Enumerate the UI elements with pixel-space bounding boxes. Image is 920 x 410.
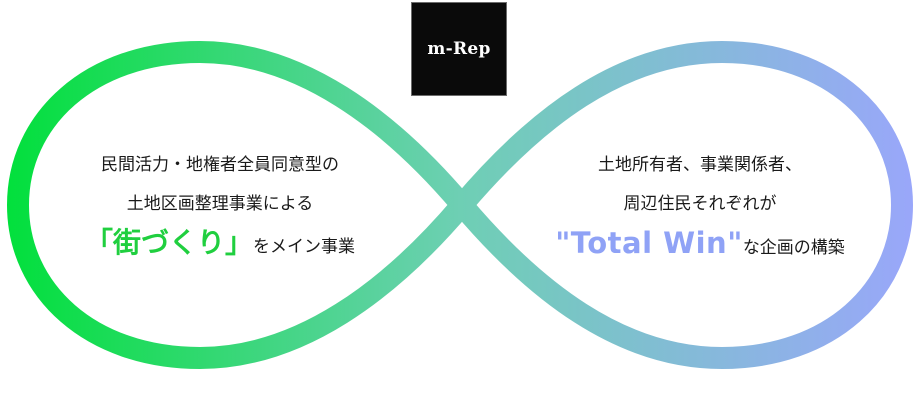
logo-text: m-Rep	[427, 39, 491, 59]
m-rep-logo: m-Rep	[411, 2, 507, 96]
right-suffix: な企画の構築	[742, 238, 845, 258]
left-line-2: 土地区画整理事業による	[126, 194, 314, 214]
left-line-1: 民間活力・地権者全員同意型の	[101, 155, 339, 175]
right-line-2: 周辺住民それぞれが	[623, 194, 777, 214]
left-lobe-text: 民間活力・地権者全員同意型の 土地区画整理事業による 「街づくり」 をメイン事業	[60, 157, 380, 257]
right-highlight: "Total Win"	[555, 226, 743, 260]
left-highlight: 「街づくり」	[84, 226, 253, 259]
left-suffix: をメイン事業	[253, 237, 355, 257]
left-line-3: 「街づくり」 をメイン事業	[60, 229, 380, 257]
right-line-1: 土地所有者、事業関係者、	[598, 155, 802, 175]
right-line-3: "Total Win" な企画の構築	[535, 229, 865, 258]
right-lobe-text: 土地所有者、事業関係者、 周辺住民それぞれが "Total Win" な企画の構…	[535, 157, 865, 258]
